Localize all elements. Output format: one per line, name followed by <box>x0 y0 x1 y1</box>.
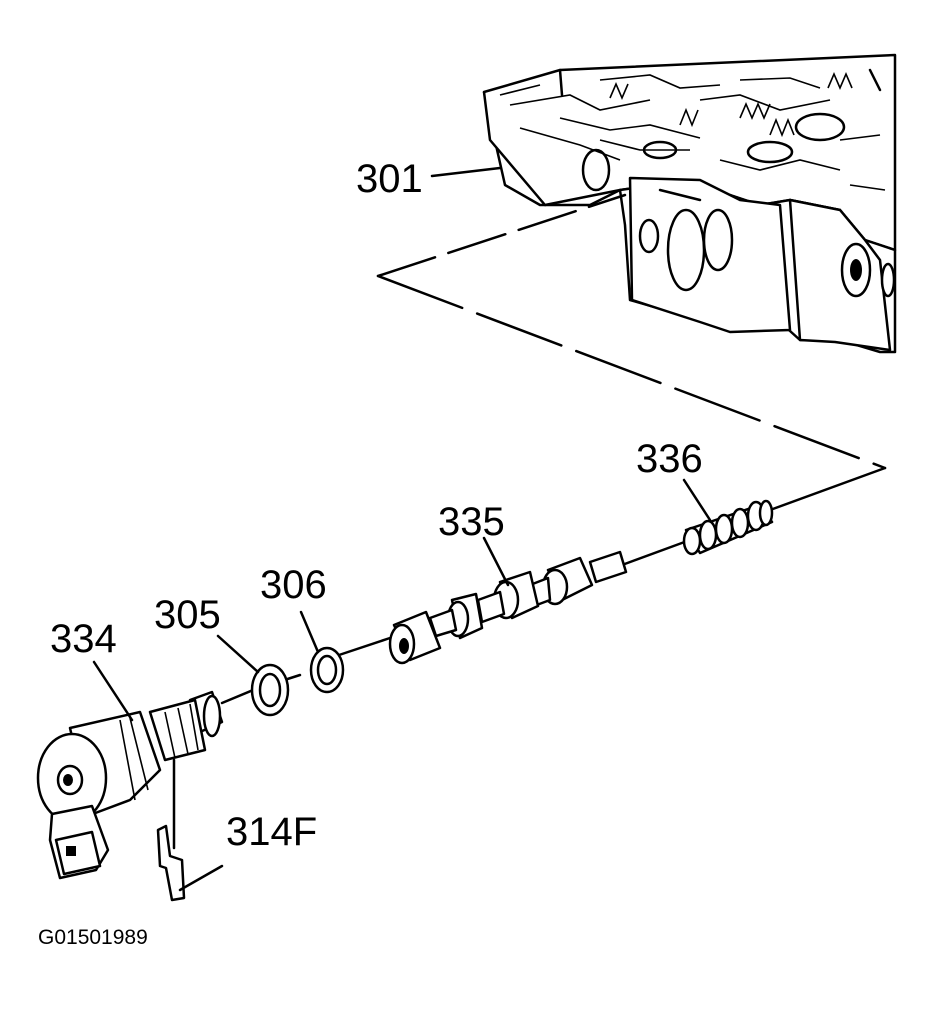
valve-body-301 <box>482 53 897 354</box>
callout-335: 335 <box>438 500 505 544</box>
callout-334: 334 <box>50 617 117 661</box>
retaining-clip-314f <box>156 758 186 902</box>
callout-305: 305 <box>154 593 221 637</box>
o-ring-305 <box>250 663 290 717</box>
solenoid-334 <box>36 690 224 880</box>
o-ring-306 <box>309 646 345 694</box>
callout-314f: 314F <box>226 810 317 854</box>
callout-306: 306 <box>260 563 327 607</box>
callout-301: 301 <box>356 157 423 201</box>
leader-lines <box>92 166 712 892</box>
callout-336: 336 <box>636 437 703 481</box>
figure-id: G01501989 <box>38 926 148 949</box>
spring-336 <box>682 499 774 556</box>
valve-spool-335 <box>388 550 628 665</box>
